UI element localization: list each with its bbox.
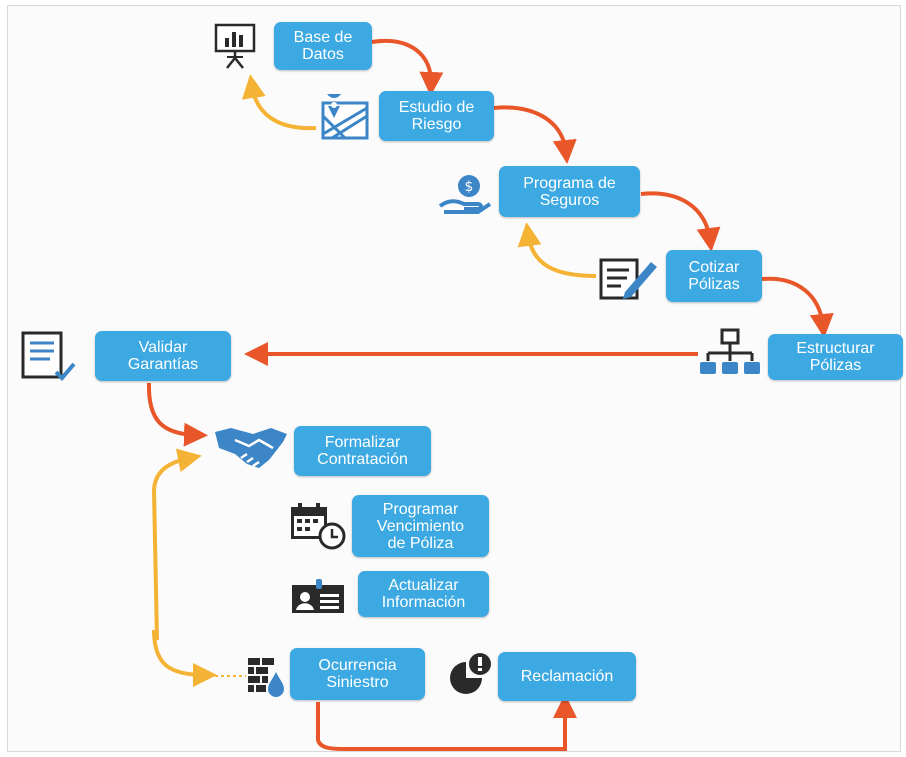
- arrow-validar-to-formalizar: [146, 382, 208, 447]
- step-cotizar-polizas: Cotizar Pólizas: [666, 250, 762, 302]
- pie-alert-icon: [450, 653, 491, 694]
- step-base-de-datos: Base de Datos: [274, 22, 372, 70]
- arrow-estudio-back: [241, 74, 317, 131]
- arrow-cotizar-back: [517, 222, 597, 278]
- handshake-icon: [215, 428, 287, 468]
- checklist-icon: [21, 331, 76, 381]
- calendar-clock-icon: [291, 503, 346, 550]
- step-programar-vencimiento: Programar Vencimiento de Póliza: [352, 495, 489, 557]
- arrow-loop-down: [152, 629, 217, 687]
- arrow-estudio-to-programa: [493, 105, 577, 164]
- step-validar-garantias: Validar Garantías: [95, 331, 231, 381]
- presentation-chart-icon: [214, 23, 256, 69]
- money-hand-icon: $: [438, 175, 492, 214]
- arrow-base-to-estudio: [371, 38, 444, 96]
- step-estudio-de-riesgo: Estudio de Riesgo: [379, 91, 494, 141]
- step-ocurrencia-siniestro: Ocurrencia Siniestro: [290, 648, 425, 700]
- svg-text:$: $: [465, 179, 474, 195]
- org-chart-icon: [700, 328, 760, 374]
- step-reclamacion: Reclamación: [498, 652, 636, 701]
- edit-document-icon: [599, 258, 657, 300]
- map-icon: [321, 94, 369, 140]
- arrow-programa-to-cotizar: [640, 191, 721, 252]
- step-formalizar-contratacion: Formalizar Contratación: [294, 426, 431, 476]
- step-actualizar-informacion: Actualizar Información: [358, 571, 489, 617]
- id-card-icon: [292, 579, 344, 613]
- arrow-loop-up: [151, 448, 202, 641]
- broken-wall-icon: [248, 658, 284, 697]
- arrow-ocurrencia-to-reclamacion: [316, 694, 577, 751]
- step-estructurar-polizas: Estructurar Pólizas: [768, 334, 903, 380]
- arrow-cotizar-to-estructurar: [761, 276, 834, 338]
- step-programa-de-seguros: Programa de Seguros: [499, 166, 640, 217]
